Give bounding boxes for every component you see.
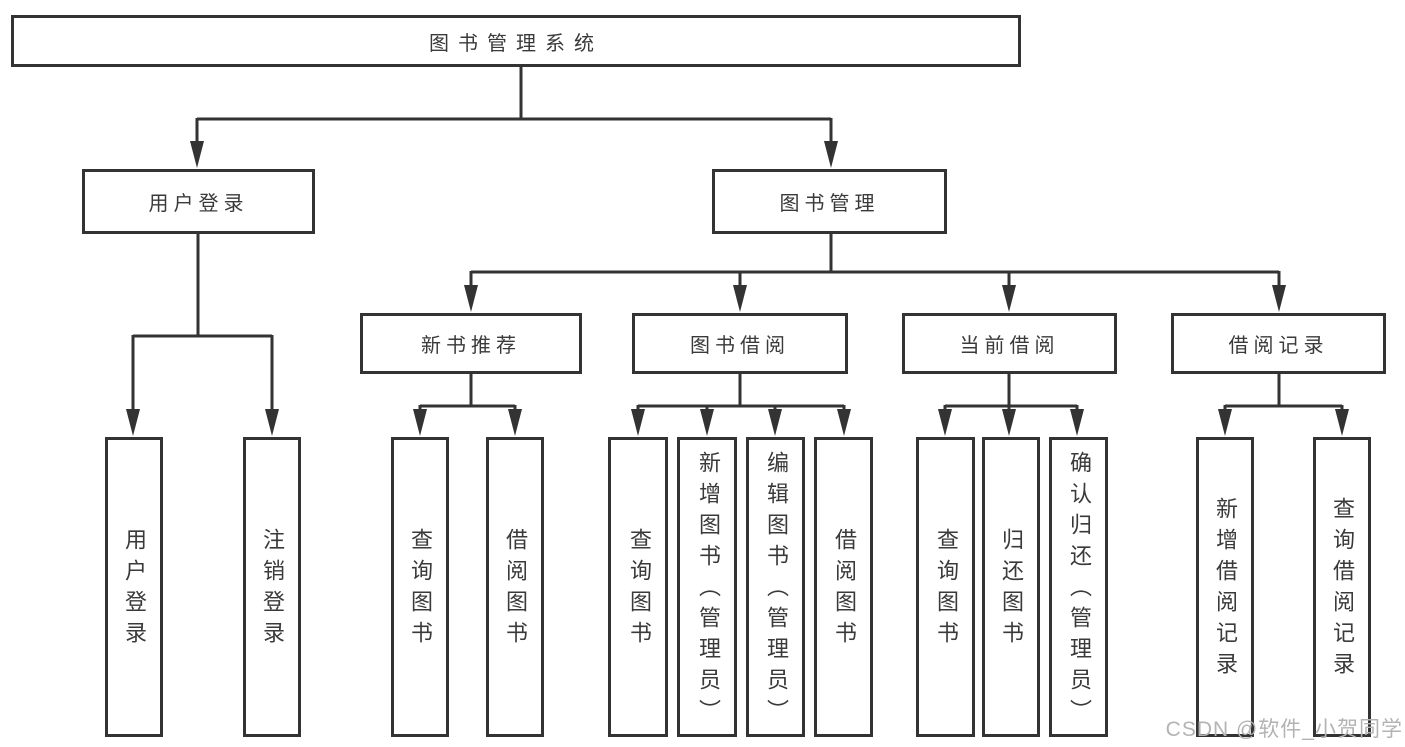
leaf-newbook-query-books: 查询图书 (391, 437, 449, 737)
node-borrow-records: 借阅记录 (1171, 313, 1386, 374)
node-label: 查询图书 (627, 528, 652, 652)
leaf-user-login: 用户登录 (105, 437, 163, 737)
leaf-borrow-query-books: 查询图书 (608, 437, 668, 737)
leaf-borrow-borrow-books: 借阅图书 (814, 437, 873, 737)
node-label: 借阅图书 (832, 528, 857, 652)
node-system-root: 图书管理系统 (11, 15, 1021, 67)
node-label: 图书管理系统 (429, 32, 603, 55)
node-label: 图书借阅 (690, 335, 790, 357)
node-label: 新书推荐 (421, 335, 521, 357)
leaf-records-query-record: 查询借阅记录 (1313, 437, 1371, 737)
node-label: 用户登录 (122, 528, 147, 652)
node-label: 图书管理 (779, 193, 880, 215)
node-label: 用户登录 (148, 193, 249, 215)
csdn-watermark: CSDN @软件_小贺同学 (1165, 718, 1403, 741)
node-label: 新增图书（管理员） (696, 450, 721, 730)
node-label: 确认归还（管理员） (1067, 450, 1092, 730)
node-label: 编辑图书（管理员） (764, 450, 789, 730)
leaf-borrow-add-books-admin: 新增图书（管理员） (677, 437, 737, 737)
leaf-newbook-borrow-books: 借阅图书 (486, 437, 544, 737)
node-label: 当前借阅 (959, 335, 1060, 357)
node-current-borrow: 当前借阅 (902, 313, 1117, 374)
leaf-current-return-books: 归还图书 (982, 437, 1040, 737)
node-label: 注销登录 (260, 528, 285, 652)
node-label: 新增借阅记录 (1213, 497, 1238, 683)
node-book-borrow: 图书借阅 (632, 313, 848, 374)
leaf-current-confirm-return-admin: 确认归还（管理员） (1049, 437, 1108, 737)
node-book-management: 图书管理 (712, 169, 947, 234)
leaf-current-query-books: 查询图书 (916, 437, 975, 737)
node-new-book-recommend: 新书推荐 (360, 313, 582, 374)
node-label: 查询借阅记录 (1330, 497, 1355, 683)
node-label: 查询图书 (934, 528, 959, 652)
node-label: 借阅图书 (503, 528, 528, 652)
connector-arrowheads (126, 141, 1349, 436)
leaf-borrow-edit-books-admin: 编辑图书（管理员） (746, 437, 805, 737)
node-label: 查询图书 (408, 528, 433, 652)
leaf-records-add-record: 新增借阅记录 (1196, 437, 1254, 737)
node-user-login: 用户登录 (82, 169, 315, 234)
node-label: 借阅记录 (1228, 335, 1329, 357)
leaf-logout: 注销登录 (243, 437, 301, 737)
node-label: 归还图书 (999, 528, 1024, 652)
